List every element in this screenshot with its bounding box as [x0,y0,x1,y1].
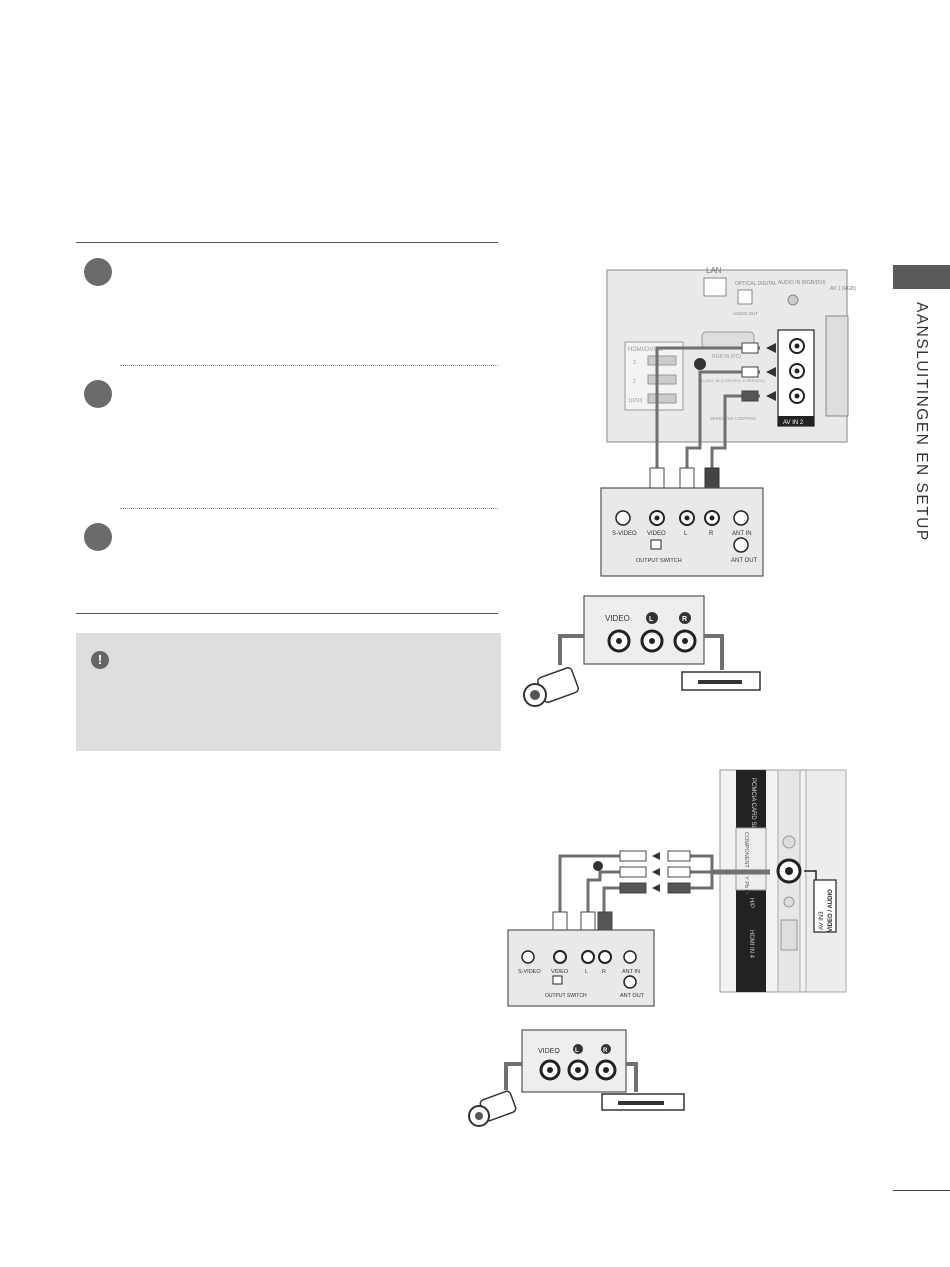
source-l-label-bottom: L [575,1048,579,1054]
device-panel-top [600,487,764,577]
cables-top [655,346,760,468]
source-cables-bottom [504,1062,638,1092]
av-in2-label-text: AV IN 2 [783,420,804,426]
source-cables-top [558,634,724,670]
ant-in-label: ANT IN [732,531,752,537]
lan-label: LAN [706,266,722,275]
step-2-marker [84,380,112,408]
scart-port [825,315,849,417]
hp-label: H/P [748,898,754,908]
hdmi-port-2 [647,374,677,385]
output-switch [650,539,662,550]
output-switch-label-bottom: OUTPUT SWITCH [545,993,587,999]
hdmi-label: HDMI/DVI IN [628,347,663,353]
source-video-label: VIDEO [605,614,630,623]
plugs-bottom [552,850,691,937]
section-top-rule [76,242,498,243]
av1-label: AV 1 (RGB) [830,286,856,292]
r-label-bottom: R [602,969,606,975]
rs232-label: RS-232C IN (CONTROL & SERVICE) [698,378,766,383]
hdmi-port-2-label: 2 [633,379,636,385]
source-l-label: L [649,616,654,623]
r-label: R [709,531,714,537]
svideo-label: S-VIDEO [612,531,637,537]
wireless-label: WIRELESS CONTROL [710,416,757,421]
component-label: COMPONENT IN Y Pb Pr [743,832,749,895]
note-box: ! [76,633,501,751]
source-r-label: R [682,616,687,623]
audio-out-label: AUDIO OUT [733,311,758,316]
section-bottom-rule [76,613,498,614]
chapter-tab [893,265,950,289]
ant-in-label-bottom: ANT IN [622,969,640,975]
device-l-jack-bottom [581,950,595,964]
ant-out-jack [733,537,749,553]
svideo-jack-bottom [521,950,535,964]
svideo-jack [615,510,631,526]
cable-clip-bottom [593,861,603,871]
step-1-marker [84,258,112,286]
l-label-bottom: L [585,969,588,975]
av3-jack-strip [735,827,767,891]
device-panel-bottom [507,929,655,1007]
pcmcia-label: PCMCIA CARD SLOT [750,778,756,837]
video-label-bottom: VIDEO [551,969,569,975]
video-label: VIDEO [647,531,666,537]
audio-in-jack [787,294,799,306]
cables-bottom [558,854,770,912]
av-in3-label-box: AV IN3 VIDEO / AUDIO [804,870,837,933]
ant-out-label-bottom: ANT OUT [620,993,645,999]
ant-in-jack-bottom [623,950,637,964]
output-switch-label: OUTPUT SWITCH [636,558,682,564]
dvd-player-icon-top [681,671,761,691]
device-r-jack-bottom [598,950,612,964]
source-r-label-bottom: R [603,1048,608,1054]
plugs-at-tv [741,342,776,402]
av-in2-label-bar [778,416,814,426]
hdmi4-label: HDMI IN 4 [748,930,754,959]
page-number-rule [893,1190,950,1191]
ant-in-jack [733,510,749,526]
step-divider [120,508,498,509]
step-divider [120,365,498,366]
optical-label: OPTICAL DIGITAL [735,281,777,287]
ant-out-jack-bottom [623,975,637,989]
cable-clip [694,358,706,370]
camcorder-icon-bottom [468,1090,517,1127]
av-in3-sublabel: VIDEO / AUDIO [828,889,834,932]
camcorder-icon-top [523,667,579,707]
svideo-label-bottom: S-VIDEO [518,969,541,975]
hdmi-port-1 [647,393,677,404]
dvd-player-icon-bottom [601,1093,685,1111]
output-switch-bottom [552,975,563,985]
step-3-marker [84,523,112,551]
audio-in-label: AUDIO IN (RGB/DVI) [778,280,826,286]
lan-port [703,277,727,297]
source-video-label-bottom: VIDEO [538,1048,560,1055]
optical-port [737,289,753,305]
hdmi-port-3 [647,355,677,366]
exclamation-icon: ! [91,651,109,669]
ant-out-label: ANT OUT [731,558,758,564]
hdmi-port-1-label: 1(DVI) [628,398,643,404]
rgb-label: RGB IN (PC) [712,354,741,360]
av-in3-label: AV IN3 [819,911,825,930]
device-video-jack-bottom [553,950,567,964]
l-label: L [684,531,688,537]
hdmi-port-3-label: 3 [633,360,636,366]
